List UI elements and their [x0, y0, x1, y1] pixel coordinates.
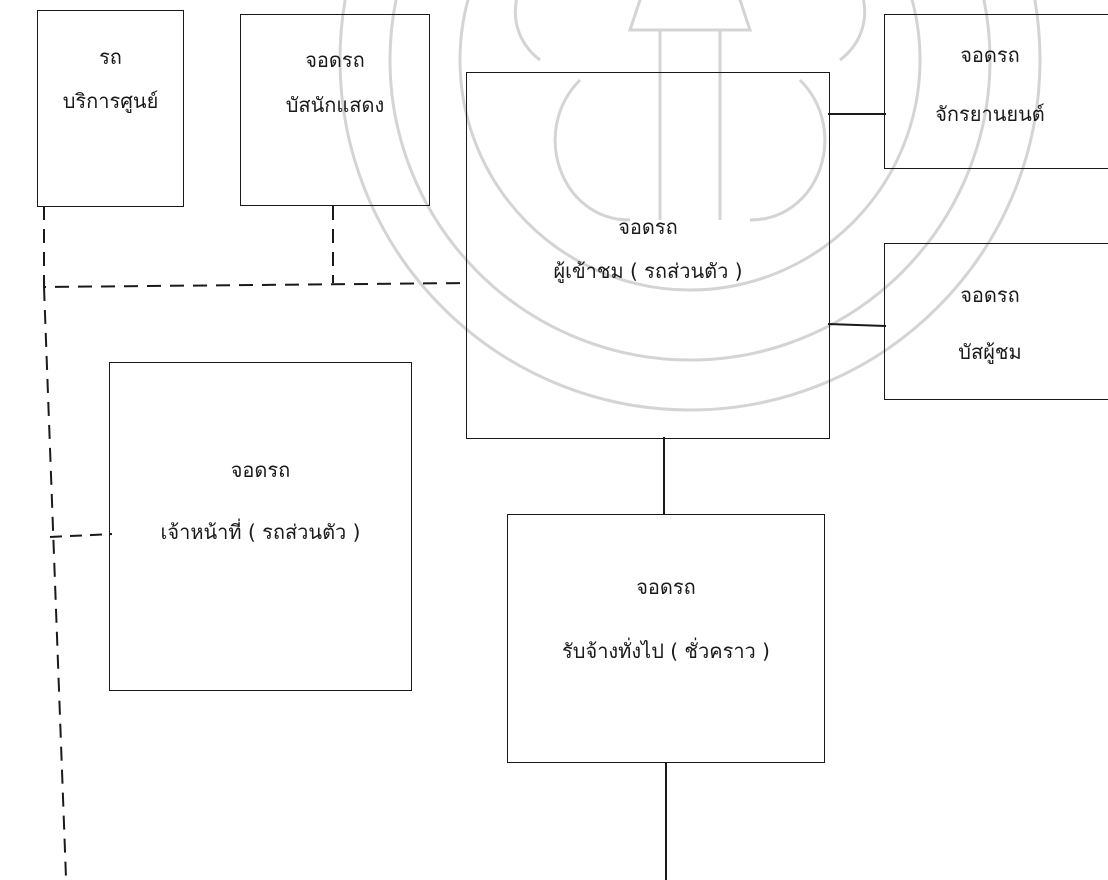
visitor-parking-label-2: ผู้เข้าชม ( รถส่วนตัว ) [553, 259, 743, 283]
connector-audience-bus [827, 323, 887, 327]
general-hire-parking-box: จอดรถ รับจ้างทั่งไป ( ชั่วคราว ) [507, 514, 825, 763]
service-car-box: รถ บริการศูนย์ [37, 10, 184, 207]
motorcycle-parking-box: จอดรถ จักรยานยนต์ [884, 14, 1108, 169]
staff-parking-box: จอดรถ เจ้าหน้าที่ ( รถส่วนตัว ) [109, 362, 412, 691]
visitor-parking-label-1: จอดรถ [618, 215, 678, 239]
performer-bus-label-1: จอดรถ [305, 48, 365, 72]
audience-bus-label-1: จอดรถ [960, 283, 1020, 307]
performer-bus-parking-box: จอดรถ บัสนักแสดง [240, 14, 430, 206]
dashed-connector-service-to-visitor [43, 206, 469, 289]
staff-parking-label-2: เจ้าหน้าที่ ( รถส่วนตัว ) [160, 520, 361, 544]
general-hire-label-2: รับจ้างทั่งไป ( ชั่วคราว ) [562, 639, 770, 663]
visitor-parking-box: จอดรถ ผู้เข้าชม ( รถส่วนตัว ) [466, 72, 830, 439]
service-car-label-1: รถ [99, 45, 122, 69]
audience-bus-parking-box: จอดรถ บัสผู้ชม [884, 243, 1108, 400]
motorcycle-label-1: จอดรถ [960, 43, 1020, 67]
audience-bus-label-2: บัสผู้ชม [958, 340, 1022, 364]
staff-parking-label-1: จอดรถ [230, 458, 291, 482]
dashed-connector-staff [49, 533, 113, 538]
service-car-label-2: บริการศูนย์ [62, 89, 159, 113]
general-hire-label-1: จอดรถ [636, 575, 696, 599]
dashed-connector-service-spine [43, 286, 67, 879]
motorcycle-label-2: จักรยานยนต์ [935, 102, 1045, 126]
performer-bus-label-2: บัสนักแสดง [285, 93, 385, 117]
